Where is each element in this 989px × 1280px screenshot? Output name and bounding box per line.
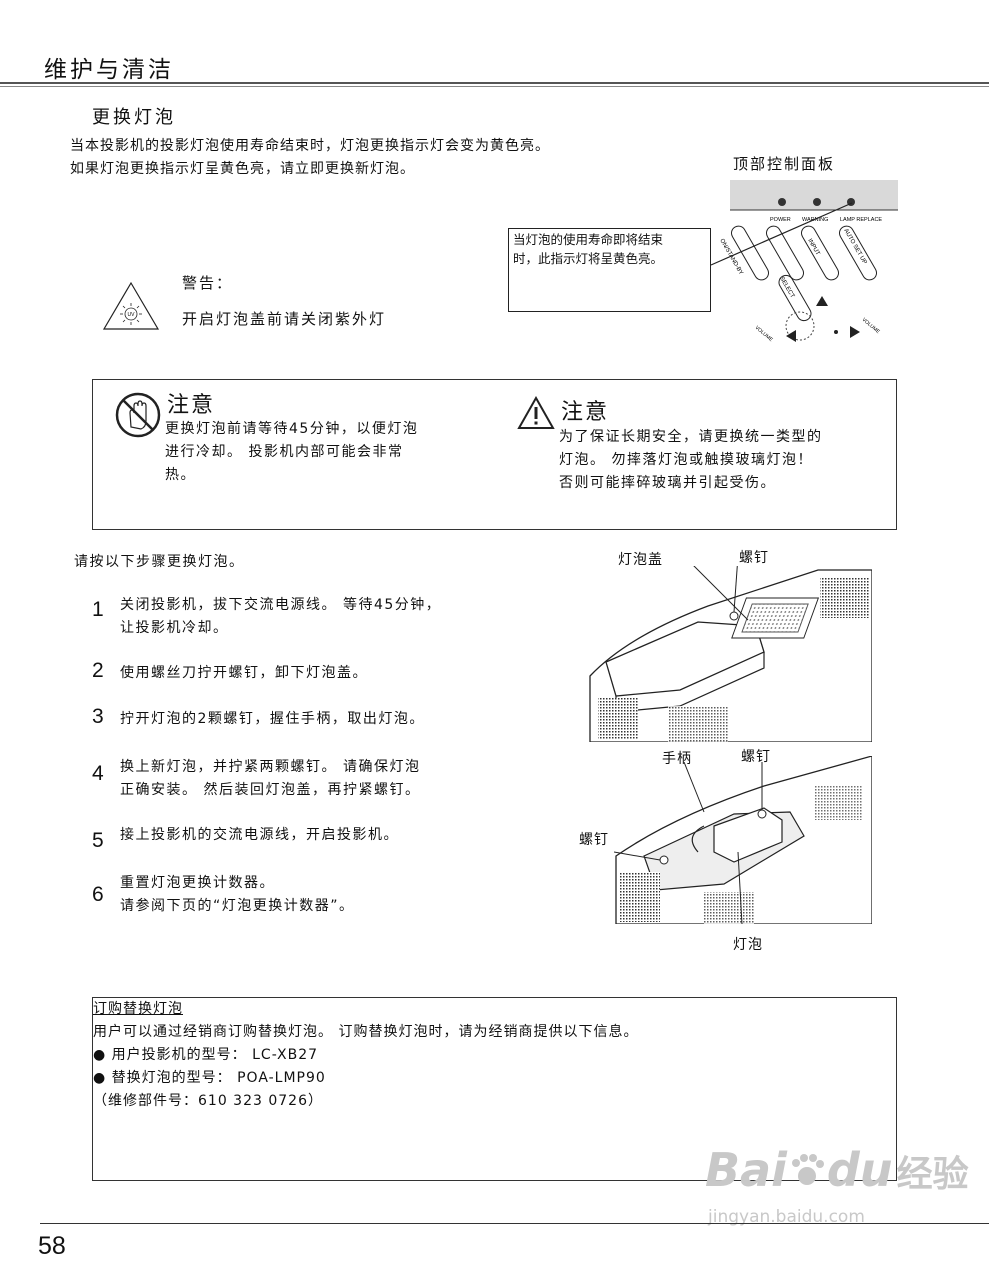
caution-box [92,379,897,530]
caution-1-line-2: 进行冷却。 投影机内部可能会非常 [165,444,404,460]
caution-2-line-3: 否则可能摔碎玻璃并引起受伤。 [559,475,776,491]
order-part-no: （维修部件号：610 323 0726） [93,1093,323,1109]
label-lamp-cover: 灯泡盖 [618,552,663,568]
callout-line-2: 时，此指示灯将呈黄色亮。 [513,251,664,266]
caution-heading-1: 注意 [167,393,216,418]
paw-icon [791,1154,824,1185]
step-5-number: 5 [92,829,104,852]
arrow-up-icon [816,296,828,306]
lamp-removal-illustration [614,756,872,924]
page-title: 维护与清洁 [44,57,174,83]
label-lamp: 灯泡 [733,937,763,953]
order-item-2: ● 替换灯泡的型号： POA-LMP90 [93,1070,326,1086]
menu-button [766,225,804,281]
watermark-cn: 经验 [896,1154,969,1195]
order-title: 订购替换灯泡 [93,1001,183,1017]
callout-line-1: 当灯泡的使用寿命即将结束 [513,232,664,247]
select-button [778,274,812,322]
steps-intro: 请按以下步骤更换灯泡。 [74,554,245,570]
watermark-brand-du: du [826,1143,893,1197]
control-panel-title: 顶部控制面板 [733,155,836,173]
step-4-text: 换上新灯泡，并拧紧两颗螺钉。 请确保灯泡 正确安装。 然后装回灯泡盖，再拧紧螺钉… [120,756,420,802]
order-item-1: ● 用户投影机的型号： LC-XB27 [93,1047,319,1063]
step-6-line-2: 请参阅下页的“灯泡更换计数器”。 [120,898,355,914]
caution-text-1: 更换灯泡前请等待45分钟，以便灯泡 进行冷却。 投影机内部可能会非常 热。 [165,418,418,487]
label-handle: 手柄 [662,751,692,767]
auto-setup-button [839,225,877,281]
page-number: 58 [38,1232,66,1260]
warning-text: 开启灯泡盖前请关闭紫外灯 [182,310,387,328]
step-1-line-1: 关闭投影机，拔下交流电源线。 等待45分钟， [120,597,442,613]
label-screw-left: 螺钉 [579,832,609,848]
warning-label: 警告： [182,274,234,292]
header-rule [0,82,989,84]
caution-2-line-1: 为了保证长期安全，请更换统一类型的 [559,429,823,445]
indicator-warning: WARNING [802,217,828,223]
lamp-cover-illustration [589,566,872,742]
input-button [801,225,839,281]
lamp-indicator-callout: 当灯泡的使用寿命即将结束 时，此指示灯将呈黄色亮。 [508,228,711,312]
step-6-line-1: 重置灯泡更换计数器。 [120,875,275,891]
power-led-icon [778,198,786,206]
do-not-touch-icon [115,392,161,438]
callout-pointer [710,202,853,266]
caution-text-2: 为了保证长期安全，请更换统一类型的 灯泡。 勿摔落灯泡或触摸玻璃灯泡！ 否则可能… [559,426,823,495]
step-1-text: 关闭投影机，拔下交流电源线。 等待45分钟， 让投影机冷却。 [120,594,441,640]
indicator-power: POWER [770,217,791,223]
step-2-number: 2 [92,659,104,682]
label-screw-mid: 螺钉 [741,749,771,765]
watermark-brand-bai: Bai [705,1143,787,1197]
indicator-lamp-replace: LAMP REPLACE [840,217,882,223]
step-3-number: 3 [92,705,104,728]
step-6-number: 6 [92,883,104,906]
caution-2-line-2: 灯泡。 勿摔落灯泡或触摸玻璃灯泡！ [559,452,813,468]
arrow-right-icon [850,326,860,338]
control-panel-illustration: POWER WARNING LAMP REPLACE ON/STAND-BY I… [710,180,898,346]
step-6-text: 重置灯泡更换计数器。 请参阅下页的“灯泡更换计数器”。 [120,872,355,918]
uv-warning-icon: UV [102,281,160,330]
warning-led-icon [813,198,821,206]
arrow-left-icon [786,330,796,342]
step-1-number: 1 [92,598,104,621]
caution-1-line-1: 更换灯泡前请等待45分钟，以便灯泡 [165,421,419,437]
panel-top-strip [730,180,898,210]
label-screw-top: 螺钉 [739,550,769,566]
step-3-text: 拧开灯泡的2颗螺钉，握住手柄，取出灯泡。 [120,711,425,727]
caution-triangle-icon [517,396,555,429]
lamp-unit-shape [713,807,783,863]
step-5-text: 接上投影机的交流电源线，开启投影机。 [120,827,399,843]
intro-line-2: 如果灯泡更换指示灯呈黄色亮，请立即更换新灯泡。 [70,161,415,177]
step-4-line-2: 正确安装。 然后装回灯泡盖，再拧紧螺钉。 [120,782,421,798]
step-1-line-2: 让投影机冷却。 [120,620,229,636]
order-text: 用户可以通过经销商订购替换灯泡。 订购替换灯泡时，请为经销商提供以下信息。 [93,1024,639,1040]
step-2-text: 使用螺丝刀拧开螺钉，卸下灯泡盖。 [120,665,368,681]
order-box: 订购替换灯泡 用户可以通过经销商订购替换灯泡。 订购替换灯泡时，请为经销商提供以… [92,997,897,1181]
screw-icon [729,611,739,621]
power-button [731,225,769,281]
footer-rule [40,1223,989,1224]
watermark-url: jingyan.baidu.com [708,1207,865,1227]
step-4-number: 4 [92,762,104,785]
caution-1-line-3: 热。 [165,467,196,483]
intro-line-1: 当本投影机的投影灯泡使用寿命结束时，灯泡更换指示灯会变为黄色亮。 [70,138,550,154]
section-title: 更换灯泡 [92,107,176,128]
caution-heading-2: 注意 [561,400,610,425]
step-4-line-1: 换上新灯泡，并拧紧两颗螺钉。 请确保灯泡 [120,759,421,775]
header-rule-thin [0,86,989,87]
uv-icon-label: UV [128,312,136,318]
